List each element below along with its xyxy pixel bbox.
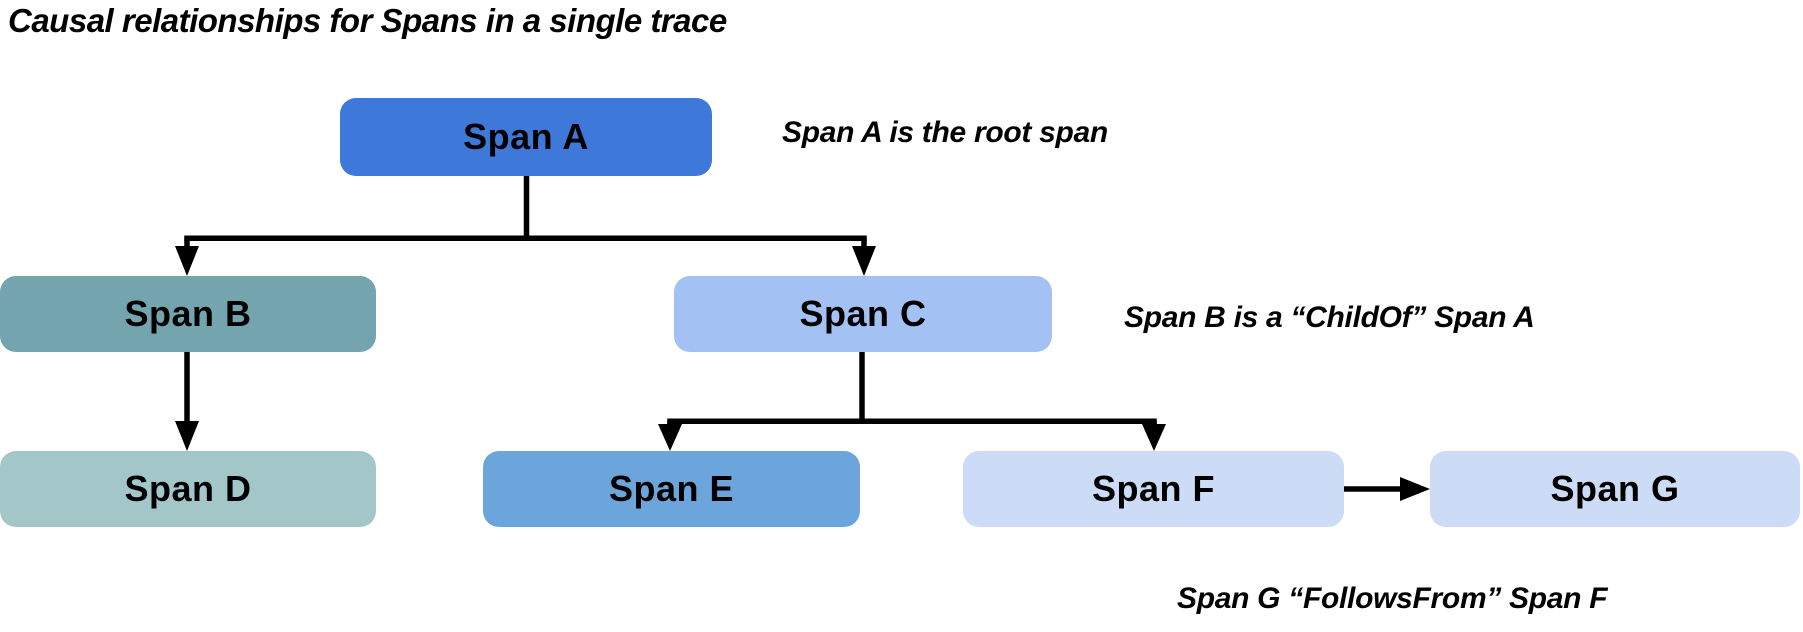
diagram-title: Causal relationships for Spans in a sing… [8, 2, 727, 39]
edge-a-to-b-arrowhead [175, 246, 199, 276]
edge-c-to-f-arrowhead [1142, 424, 1166, 451]
annotation-followsfrom: Span G “FollowsFrom” Span F [1177, 582, 1608, 615]
node-span-d-label: Span D [124, 468, 252, 509]
node-span-e-label: Span E [608, 468, 735, 509]
node-span-d: Span D [0, 451, 376, 527]
edge-f-to-g-arrowhead [1400, 477, 1430, 501]
node-span-c: Span C [674, 276, 1052, 352]
node-span-f: Span F [963, 451, 1344, 527]
edge-b-to-d-arrowhead [175, 421, 199, 451]
annotation-childof: Span B is a “ChildOf” Span A [1124, 301, 1535, 334]
node-span-a: Span A [340, 98, 712, 176]
node-span-f-label: Span F [1091, 468, 1215, 509]
node-span-e: Span E [483, 451, 860, 527]
node-span-b-label: Span B [124, 293, 252, 334]
edge-a-to-c-arrowhead [852, 246, 876, 276]
node-span-c-label: Span C [799, 293, 927, 334]
node-span-b: Span B [0, 276, 376, 352]
node-span-g-label: Span G [1550, 468, 1680, 509]
edge-c-to-e-arrowhead [658, 424, 682, 451]
node-span-g: Span G [1430, 451, 1800, 527]
annotation-root-span: Span A is the root span [782, 116, 1108, 149]
node-span-a-label: Span A [463, 116, 589, 157]
